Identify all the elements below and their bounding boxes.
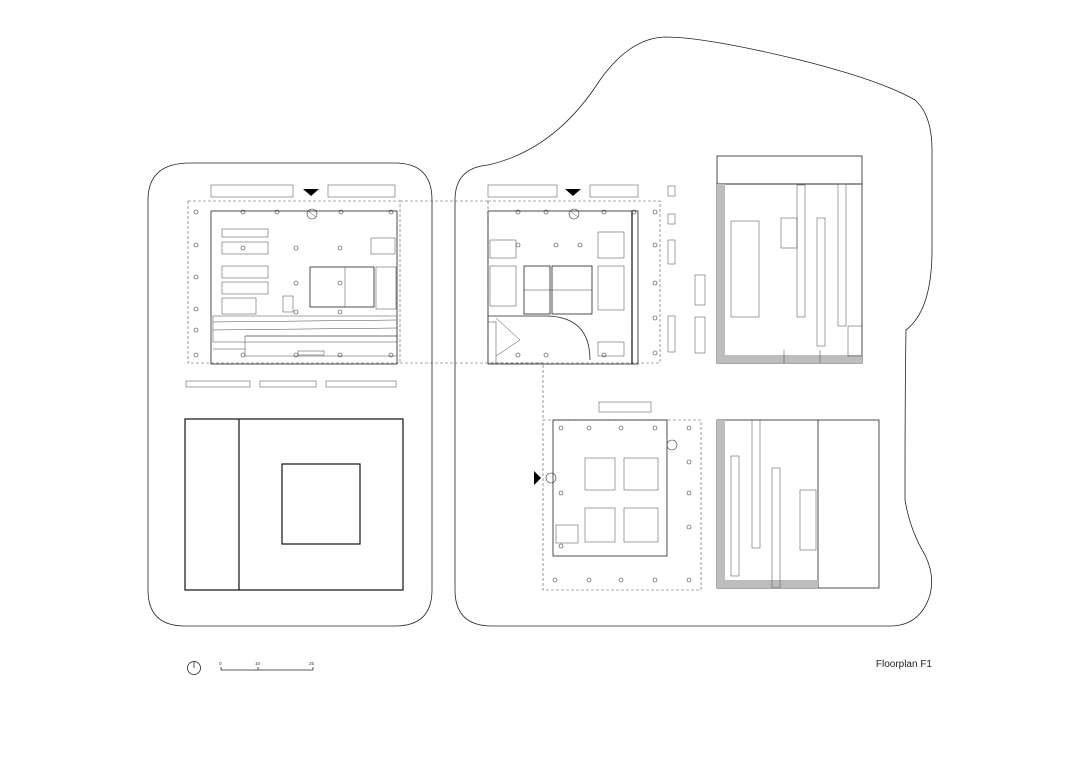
site-outline-right <box>454 36 933 627</box>
scale-tick-label: 0 <box>219 661 222 666</box>
building-north-west <box>185 184 401 388</box>
site-outline-left <box>147 162 433 627</box>
building-south-east <box>716 419 880 589</box>
drawing-title: Floorplan F1 <box>875 659 932 670</box>
entrance-triangle-icon <box>303 189 319 196</box>
courtyard-block <box>184 418 404 591</box>
scale-tick-label: 10 <box>255 661 261 666</box>
scale-bar: 0 10 25 <box>219 661 315 671</box>
entrance-triangle-icon <box>534 471 541 485</box>
building-north-east <box>716 155 863 364</box>
north-arrow-icon <box>187 661 201 675</box>
building-north-central <box>487 184 706 365</box>
building-south-central <box>542 401 702 591</box>
scale-tick-label: 25 <box>309 661 315 666</box>
entrance-triangle-icon <box>565 189 581 196</box>
